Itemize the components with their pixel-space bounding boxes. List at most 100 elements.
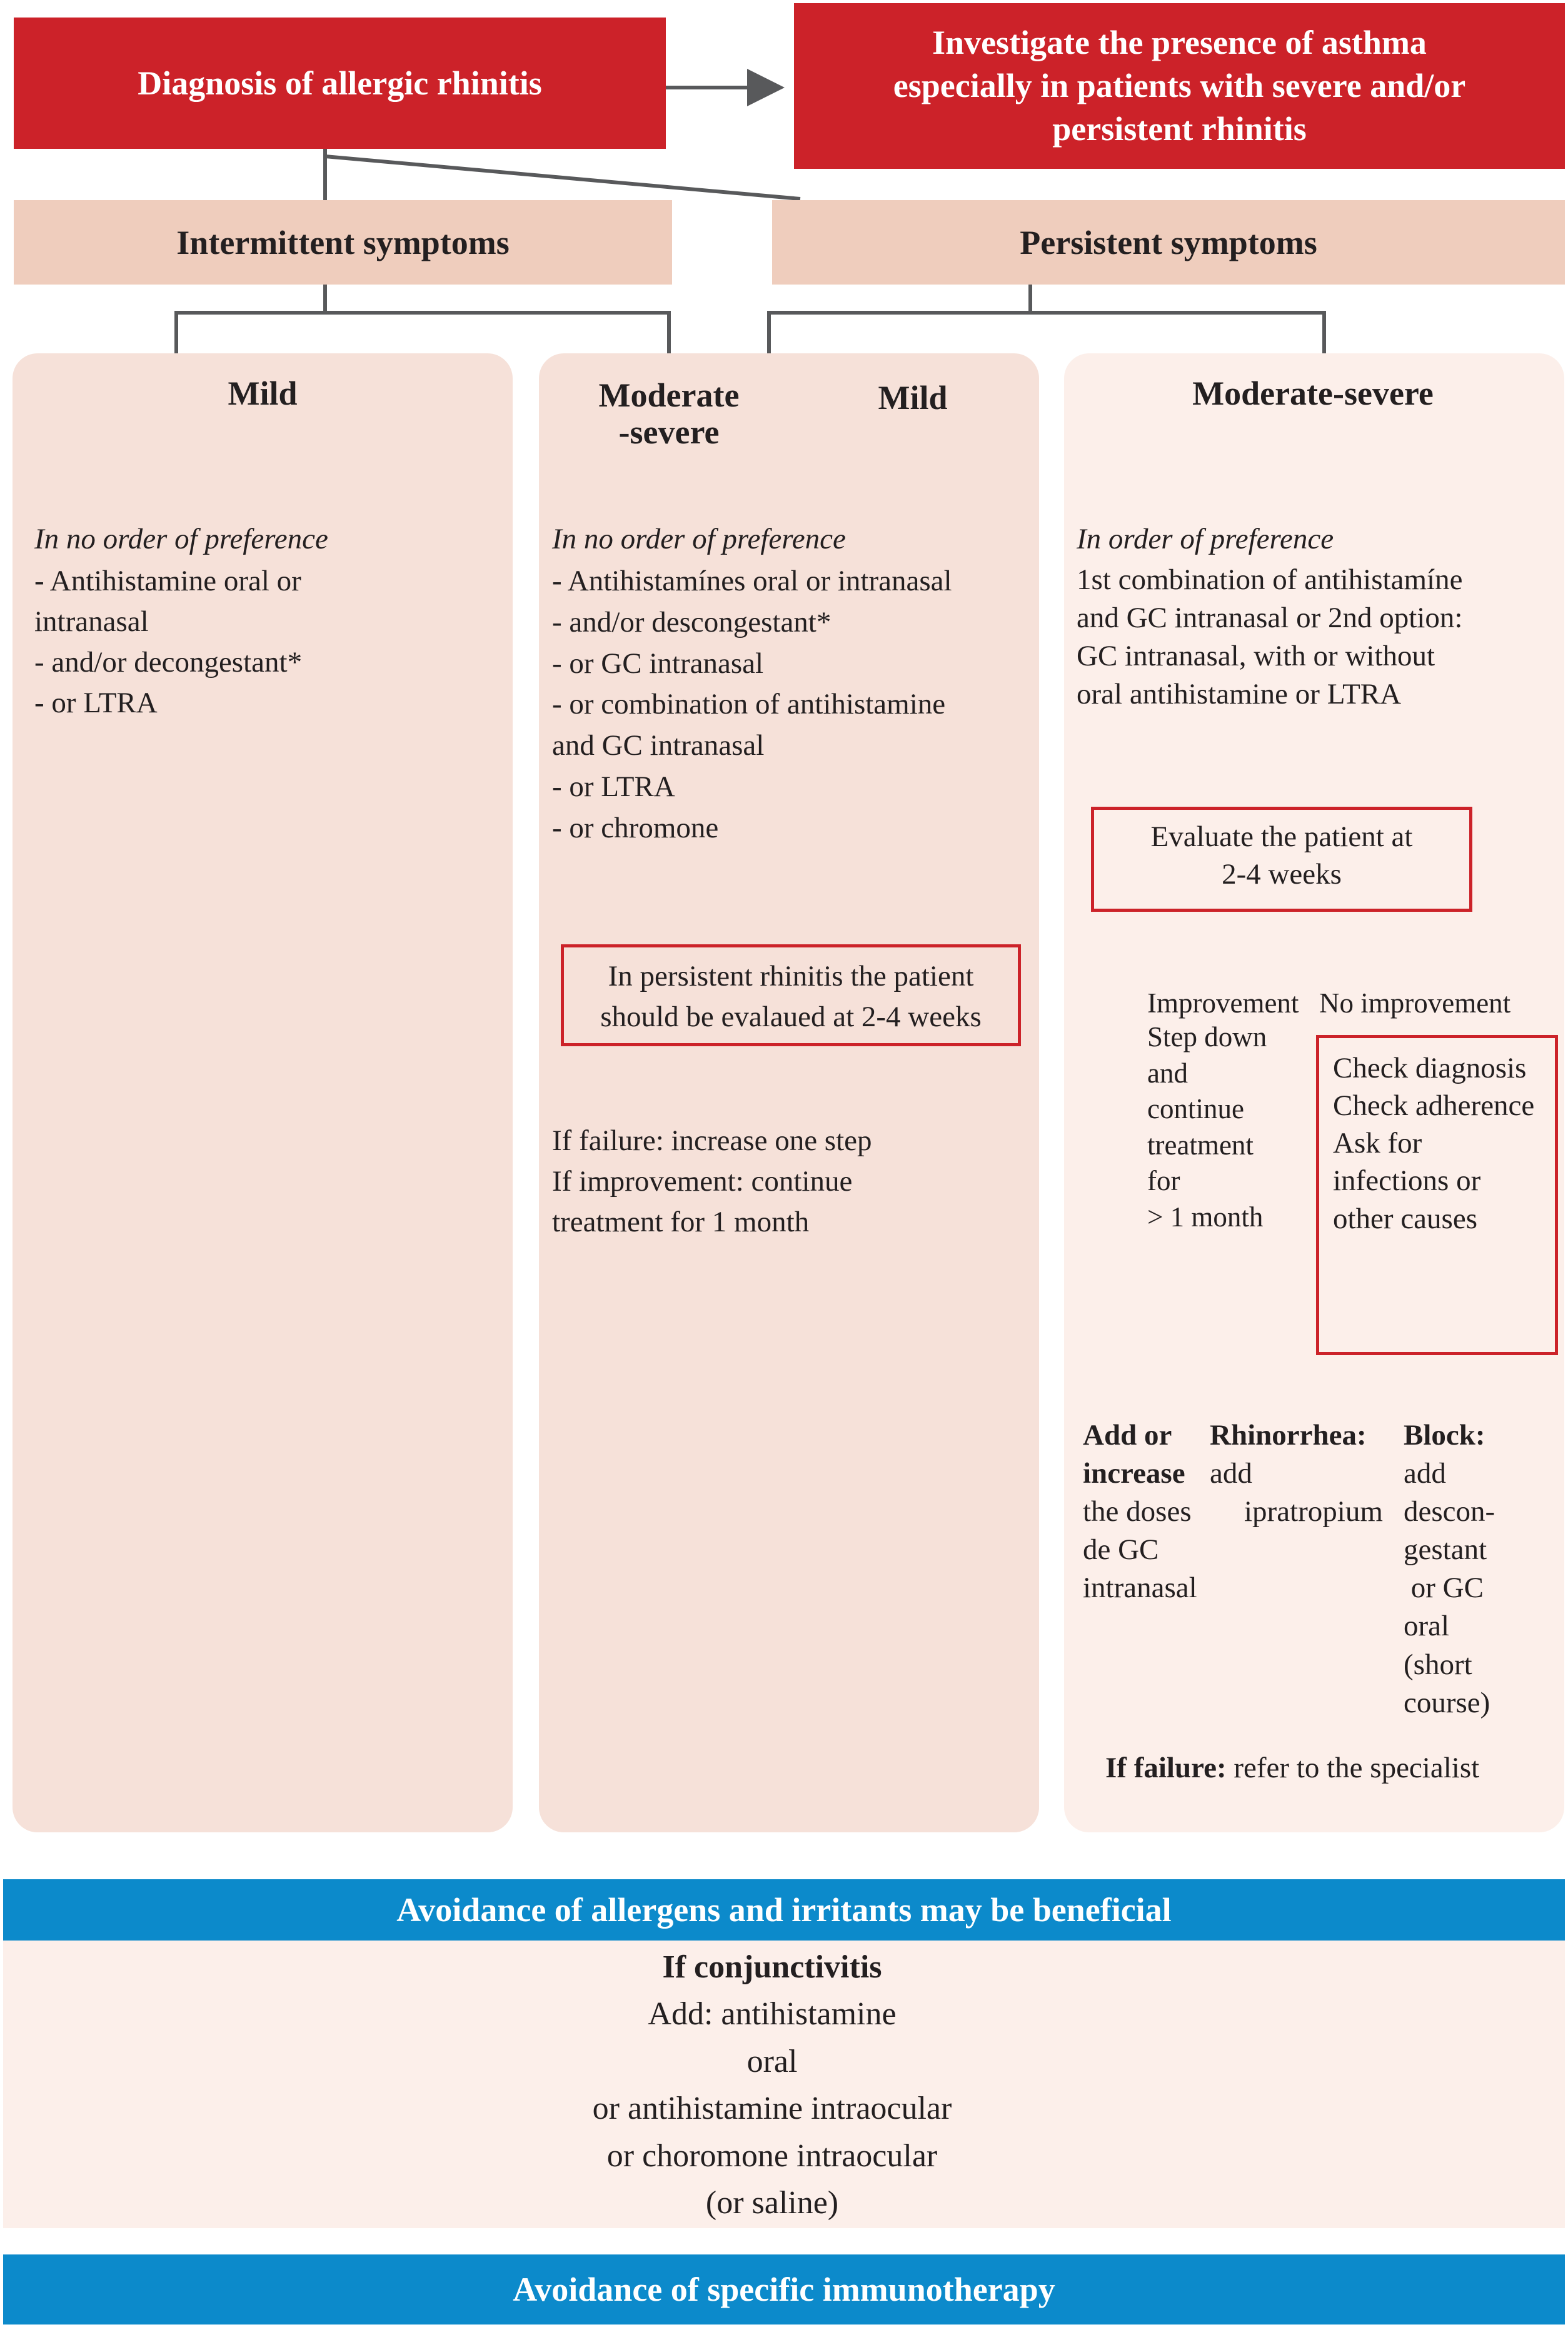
col3-add-rest-3: intranasal: [1083, 1572, 1197, 1605]
col3-block-rest-1: add: [1404, 1457, 1446, 1490]
connector-intermittent-branch-right: [325, 311, 671, 353]
col3-block-rest-2: descon-: [1404, 1495, 1495, 1528]
conj-line-4: or choromone intraocular: [606, 2138, 938, 2174]
col3-check-2: Check adherence: [1333, 1089, 1535, 1123]
connector-diagnosis-to-persistent: [324, 154, 801, 201]
col1-title: Mild: [228, 375, 298, 412]
col2-item-2: - and/or descongestant*: [552, 605, 832, 639]
col3-block-rest-6: (short: [1404, 1648, 1472, 1681]
conjunctivitis-text: If conjunctivitis Add: antihistamine ora…: [3, 1944, 1541, 2226]
col3-item-3: GC intranasal, with or without: [1077, 640, 1435, 673]
col3-check-3: Ask for: [1333, 1127, 1422, 1160]
col2-list: - Antihistamínes oral or intranasal - an…: [552, 561, 1033, 849]
diagnosis-title: Diagnosis of allergic rhinitis: [138, 64, 542, 102]
col3-check-1: Check diagnosis: [1333, 1052, 1527, 1084]
col3-item-1: 1st combination of antihistamíne: [1077, 563, 1463, 596]
col3-evaluate-line-2: 2-4 weeks: [1222, 858, 1342, 891]
immunotherapy-bar: Avoidance of specific immunotherapy: [3, 2254, 1565, 2324]
diagnosis-box: Diagnosis of allergic rhinitis: [14, 18, 666, 149]
col3-add-rest-2: de GC: [1083, 1533, 1159, 1567]
col3-stepdown: Step down and continue treatment for > 1…: [1147, 1019, 1267, 1236]
connector-intermittent-branch: [174, 285, 327, 353]
col3-failure-bold: If failure:: [1105, 1752, 1227, 1784]
col1-item-1: - Antihistamine oral or: [34, 565, 301, 597]
col3-add-option: Add or increase the doses de GC intranas…: [1083, 1416, 1197, 1607]
col3-add-rest-1: the doses: [1083, 1495, 1192, 1528]
avoidance-label: Avoidance of allergens and irritants may…: [396, 1891, 1172, 1929]
conj-line-3: or antihistamine intraocular: [592, 2091, 952, 2127]
col3-evaluate-line-1: Evaluate the patient at: [1150, 820, 1413, 853]
col3-evaluate-box: Evaluate the patient at 2-4 weeks: [1091, 807, 1472, 912]
col2-after-3: treatment for 1 month: [552, 1205, 810, 1238]
col3-block-rest-7: course): [1404, 1686, 1490, 1719]
col3-failure: If failure: refer to the specialist: [1105, 1748, 1479, 1789]
persistent-symptoms-label: Persistent symptoms: [1020, 223, 1317, 261]
col1-list: - Antihistamine oral or intranasal - and…: [34, 561, 510, 723]
col3-rhino-bold: Rhinorrhea:: [1210, 1419, 1367, 1451]
col3-list: 1st combination of antihistamíne and GC …: [1077, 561, 1558, 714]
col2-order: In no order of preference: [552, 523, 846, 555]
col3-stepdown-6: > 1 month: [1147, 1201, 1264, 1233]
col2-after-1: If failure: increase one step: [552, 1124, 872, 1157]
asthma-line-3: persistent rhinitis: [1052, 110, 1307, 148]
panel-moderate-severe-mild: [539, 353, 1039, 1832]
col3-stepdown-3: continue: [1147, 1093, 1244, 1125]
conjunctivitis-panel: [3, 1941, 1565, 2228]
col3-rhino-rest-2: ipratropium: [1244, 1495, 1383, 1528]
col3-block-bold: Block:: [1404, 1419, 1485, 1451]
col1-item-2: intranasal: [34, 605, 149, 638]
asthma-line-1: Investigate the presence of asthma: [932, 23, 1427, 61]
col1-item-4: - or LTRA: [34, 686, 158, 719]
col3-no-improvement: No improvement: [1319, 987, 1511, 1019]
conj-title: If conjunctivitis: [662, 1949, 882, 1985]
conj-line-2: oral: [746, 2043, 798, 2079]
col3-block-option: Block: add descon- gestant or GC oral (s…: [1404, 1416, 1495, 1722]
col2-item-7: - or chromone: [552, 811, 719, 844]
col2-item-5: and GC intranasal: [552, 729, 765, 762]
col2-after-2: If improvement: continue: [552, 1164, 853, 1198]
col2-item-3: - or GC intranasal: [552, 647, 764, 680]
conj-line-1: Add: antihistamine: [648, 1996, 897, 2032]
col2-evaluate-line-1: In persistent rhinitis the patient: [608, 960, 974, 992]
avoidance-bar: Avoidance of allergens and irritants may…: [3, 1879, 1565, 1941]
col3-check-box: Check diagnosis Check adherence Ask for …: [1316, 1035, 1558, 1355]
col1-order: In no order of preference: [34, 523, 328, 555]
col2-title-moderate: Moderate -severe: [575, 376, 763, 452]
col3-item-2: and GC intranasal or 2nd option:: [1077, 602, 1463, 635]
col2-item-4: - or combination of antihistamine: [552, 688, 946, 721]
col2-item-1: - Antihistamínes oral or intranasal: [552, 565, 952, 597]
col3-improvement: Improvement: [1147, 987, 1299, 1019]
col3-check-5: other causes: [1333, 1202, 1477, 1235]
col1-item-3: - and/or decongestant*: [34, 645, 303, 679]
col3-stepdown-4: treatment: [1147, 1129, 1254, 1161]
persistent-symptoms-bar: Persistent symptoms: [772, 200, 1565, 285]
col3-block-rest-5: oral: [1404, 1610, 1450, 1643]
col3-stepdown-1: Step down: [1147, 1021, 1267, 1052]
col3-rhino-rest-1: add: [1210, 1457, 1252, 1490]
asthma-box: Investigate the presence of asthma espec…: [794, 3, 1565, 169]
col2-evaluate-line-2: should be evalaued at 2-4 weeks: [600, 1000, 982, 1033]
col3-failure-rest: refer to the specialist: [1226, 1752, 1480, 1784]
asthma-line-2: especially in patients with severe and/o…: [893, 66, 1466, 104]
col3-stepdown-5: for: [1147, 1165, 1180, 1197]
immunotherapy-label: Avoidance of specific immunotherapy: [513, 2271, 1055, 2308]
col3-block-rest-4: or GC: [1404, 1572, 1484, 1605]
col3-check-4: infections or: [1333, 1164, 1481, 1198]
connector-persistent-branch-right: [1030, 311, 1326, 353]
col3-block-rest-3: gestant: [1404, 1533, 1487, 1567]
col3-order: In order of preference: [1077, 523, 1334, 555]
col2-item-6: - or LTRA: [552, 770, 675, 803]
col2-after: If failure: increase one step If improve…: [552, 1121, 1033, 1243]
intermittent-symptoms-bar: Intermittent symptoms: [14, 200, 672, 285]
col3-item-4: oral antihistamine or LTRA: [1077, 678, 1402, 711]
intermittent-symptoms-label: Intermittent symptoms: [176, 223, 510, 261]
col2-title-moderate-1: Moderate: [598, 376, 740, 414]
conj-line-5: (or saline): [705, 2184, 839, 2221]
col2-title-moderate-2: -severe: [618, 413, 720, 452]
panel-persistent-moderate-severe: [1064, 353, 1564, 1832]
col3-title: Moderate-severe: [1192, 375, 1434, 412]
col3-add-bold-1: Add or: [1083, 1419, 1172, 1451]
col2-title-mild: Mild: [878, 379, 948, 416]
col3-stepdown-2: and: [1147, 1057, 1188, 1089]
connector-persistent-branch: [767, 285, 1032, 353]
